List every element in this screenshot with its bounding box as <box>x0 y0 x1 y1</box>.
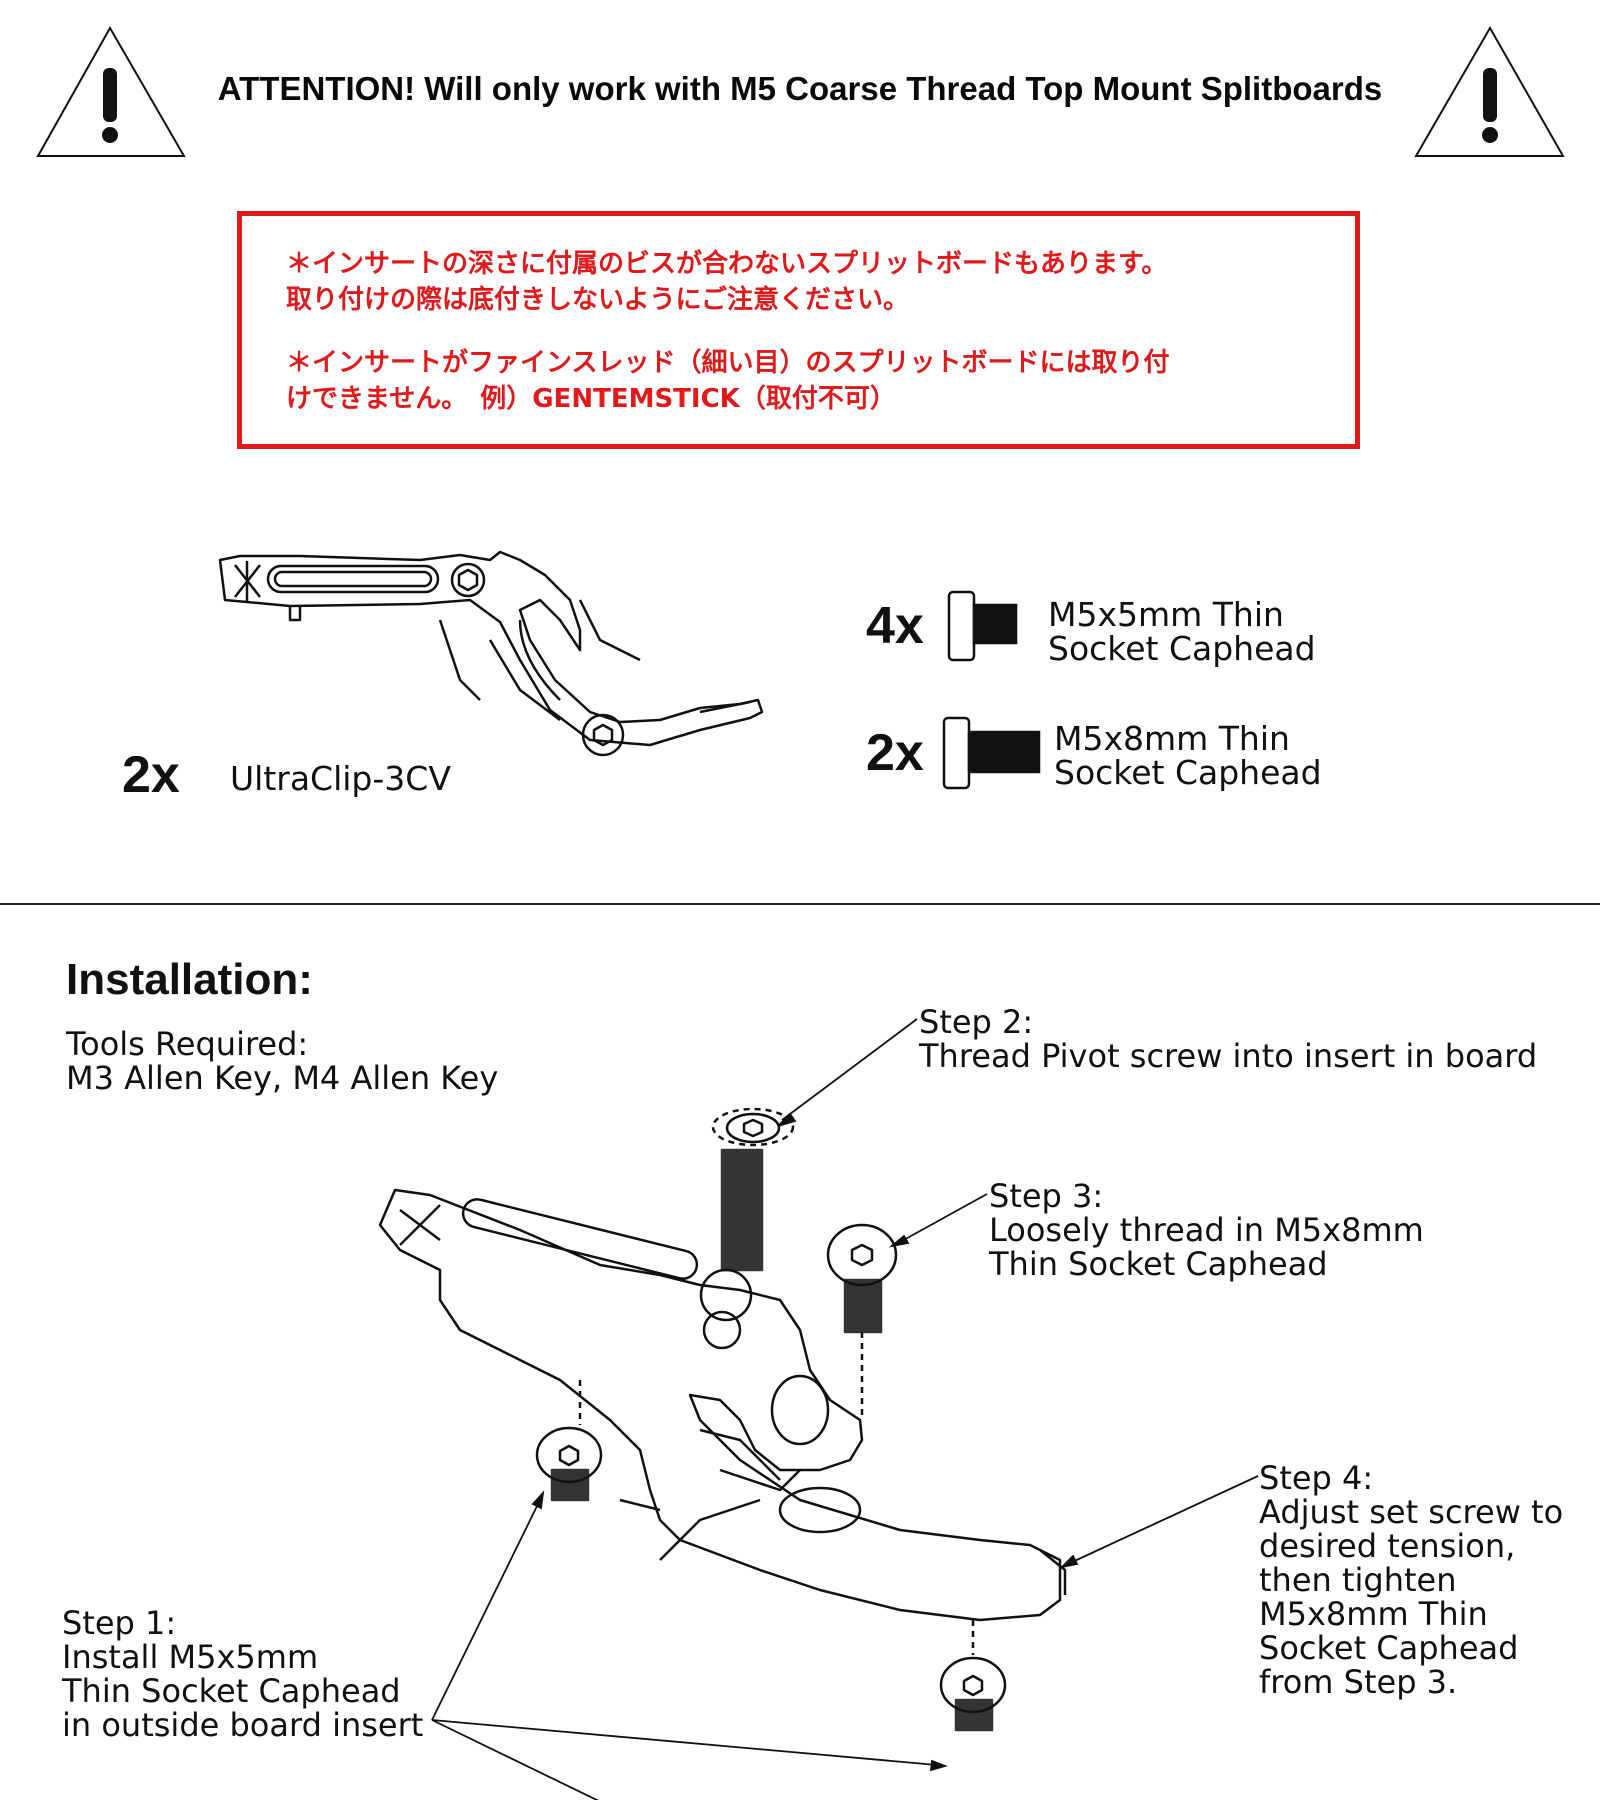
step-4-text-5: Socket Caphead <box>1259 1629 1519 1667</box>
step-1-text-2: Thin Socket Caphead <box>62 1672 401 1710</box>
step-4-text-2: desired tension, <box>1259 1527 1516 1565</box>
exploded-assembly-illustration <box>378 1107 1067 1732</box>
step-4-text-4: M5x8mm Thin <box>1259 1595 1488 1633</box>
step-2-callout: Step 2: Thread Pivot screw into insert i… <box>919 1005 1537 1073</box>
warning-triangle-icon <box>36 25 186 157</box>
screw-m5x5-name-line2: Socket Caphead <box>1048 629 1316 668</box>
tools-required-list: M3 Allen Key, M4 Allen Key <box>66 1059 499 1097</box>
clip-count: 2x <box>122 746 180 804</box>
step-3-callout: Step 3: Loosely thread in M5x8mm Thin So… <box>989 1179 1424 1281</box>
step-2-text: Thread Pivot screw into insert in board <box>919 1037 1538 1075</box>
notice-line-4: けできません。 例）GENTEMSTICK（取付不可） <box>286 384 896 414</box>
screw-m5x5-illustration <box>947 590 1018 662</box>
step-3-text-2: Thin Socket Caphead <box>989 1245 1328 1283</box>
clip-name: UltraClip-3CV <box>230 759 451 798</box>
screw-m5x8-name-line1: M5x8mm Thin <box>1054 719 1290 758</box>
japanese-notice-box: ＊インサートの深さに付属のビスが合わないスプリットボードもあります。 取り付けの… <box>237 211 1360 449</box>
step-3-text-1: Loosely thread in M5x8mm <box>989 1211 1424 1249</box>
step-4-callout: Step 4: Adjust set screw to desired tens… <box>1259 1461 1563 1699</box>
installation-title: Installation: <box>66 955 313 1004</box>
warning-triangle-icon <box>1414 25 1565 157</box>
section-divider <box>0 903 1600 905</box>
screw-m5x8-count: 2x <box>866 724 924 782</box>
step-3-title: Step 3: <box>989 1177 1104 1215</box>
step-4-text-6: from Step 3. <box>1259 1663 1458 1701</box>
screw-m5x5-name-line1: M5x5mm Thin <box>1048 595 1284 634</box>
notice-line-3: ＊インサートがファインスレッド（細い目）のスプリットボードには取り付 <box>286 348 1170 378</box>
notice-line-1: ＊インサートの深さに付属のビスが合わないスプリットボードもあります。 <box>286 249 1168 279</box>
step-4-text-3: then tighten <box>1259 1561 1457 1599</box>
leader-lines <box>431 1018 1259 1800</box>
attention-warning-text: ATTENTION! Will only work with M5 Coarse… <box>217 70 1383 107</box>
screw-m5x8-name-line2: Socket Caphead <box>1054 753 1322 792</box>
tools-required-label: Tools Required: <box>66 1025 309 1063</box>
step-1-text-1: Install M5x5mm <box>62 1638 319 1676</box>
notice-line-2: 取り付けの際は底付きしないようにご注意ください。 <box>286 285 909 315</box>
step-1-text-3: in outside board insert <box>62 1706 424 1744</box>
step-1-callout: Step 1: Install M5x5mm Thin Socket Caphe… <box>62 1606 423 1742</box>
ultraclip-part-illustration <box>218 550 764 757</box>
step-2-title: Step 2: <box>919 1003 1034 1041</box>
screw-m5x8-illustration <box>942 716 1041 790</box>
screw-m5x5-count: 4x <box>866 597 924 655</box>
step-4-text-1: Adjust set screw to <box>1259 1493 1564 1531</box>
step-1-title: Step 1: <box>62 1604 177 1642</box>
step-4-title: Step 4: <box>1259 1459 1374 1497</box>
